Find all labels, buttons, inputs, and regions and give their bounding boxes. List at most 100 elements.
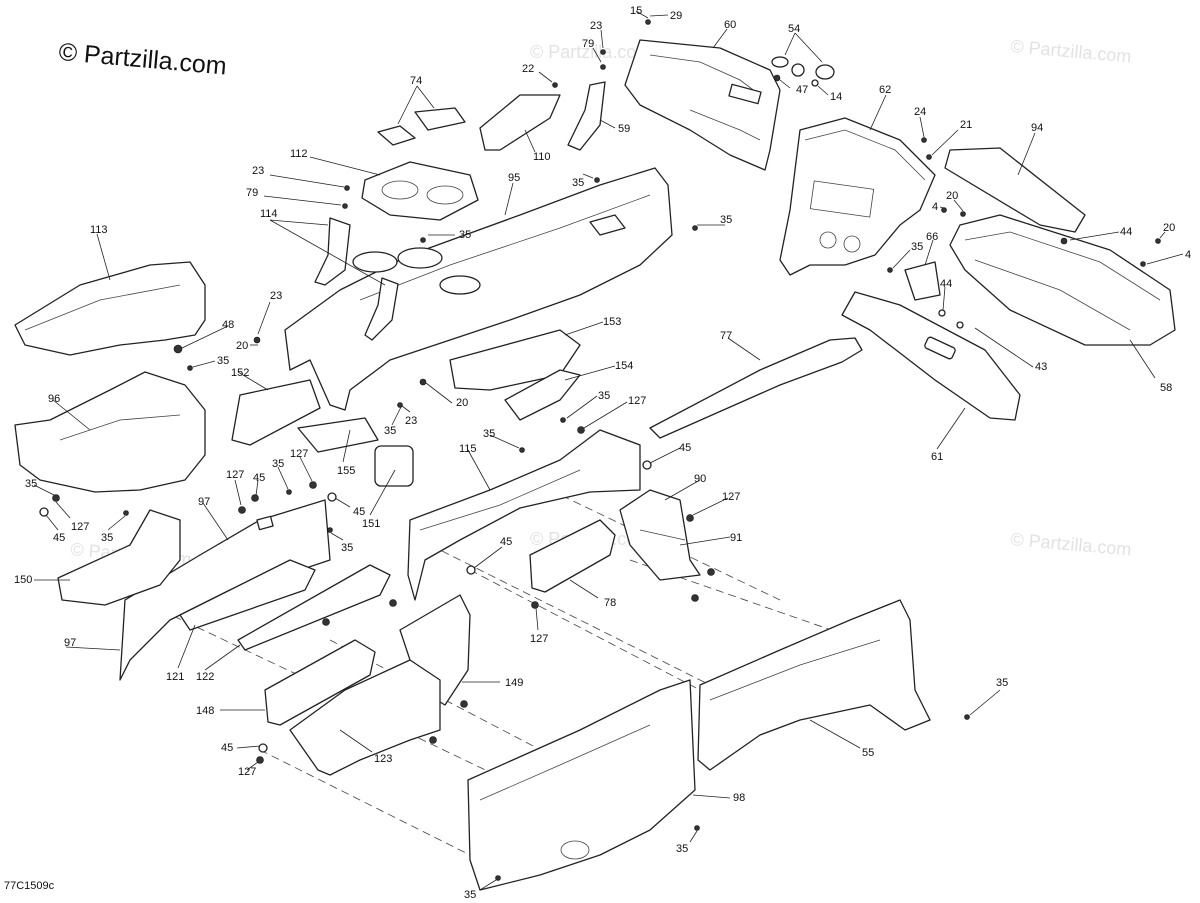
watermark-text: © Partzilla.com [530,42,651,62]
callout-35: 35 [720,214,732,226]
callout-61: 61 [931,451,943,463]
callout-43: 43 [1035,361,1047,373]
callout-4: 4 [1185,249,1191,261]
callout-35: 35 [676,843,688,855]
watermark-text: © Partzilla.com [1010,529,1133,559]
callout-15: 15 [630,5,642,17]
part-151-pad [374,445,414,487]
callout-45: 45 [500,536,512,548]
callout-95: 95 [508,172,520,184]
callout-45: 45 [679,442,691,454]
callout-91: 91 [730,532,742,544]
callout-149: 149 [505,677,523,689]
callout-58: 58 [1160,382,1172,394]
part-115-side-panel [407,429,641,601]
diagram-code: 77C1509c [4,880,55,892]
part-59-handle [567,81,606,151]
callout-35: 35 [217,355,229,367]
part-96-lower-bin [14,371,206,493]
callout-35: 35 [464,889,476,901]
part-123-trim [289,659,441,776]
part-150-seat-pad [57,509,181,606]
callout-127: 127 [226,469,244,481]
callout-114: 114 [260,208,278,220]
part-90-91-bracket [619,489,701,581]
callout-78: 78 [604,597,616,609]
callout-22: 22 [522,63,534,75]
leader-lines [33,10,1184,891]
watermark-text: © Partzilla.com [1010,36,1133,66]
callout-48: 48 [222,319,234,331]
part-98-left-panel [467,679,696,891]
callout-79: 79 [582,38,594,50]
callout-96: 96 [48,393,60,405]
part-58-glove-box [949,214,1176,346]
callout-74: 74 [410,75,422,87]
callout-97: 97 [198,496,210,508]
callout-47: 47 [796,84,808,96]
callout-98: 98 [733,792,745,804]
callout-112: 112 [290,148,308,160]
fasteners [39,19,1161,881]
callout-35: 35 [101,532,113,544]
callout-94: 94 [1031,122,1043,134]
parts-54-47-14 [771,56,835,87]
part-95-center-console [284,167,673,411]
callout-45: 45 [221,742,233,754]
part-112-cup-tray [361,161,479,221]
callout-20: 20 [946,190,958,202]
callout-122: 122 [196,671,214,683]
callout-153: 153 [603,316,621,328]
callout-35: 35 [272,458,284,470]
console-pads [231,329,581,487]
callout-20: 20 [236,340,248,352]
callout-127: 127 [238,766,256,778]
callout-54: 54 [788,23,800,35]
part-78-trim [529,519,616,593]
callout-20: 20 [456,397,468,409]
callout-20: 20 [1163,222,1175,234]
callout-150: 150 [14,574,32,586]
callout-127: 127 [722,491,740,503]
callout-90: 90 [694,473,706,485]
callout-60: 60 [724,19,736,31]
part-77-grab-bar [649,337,863,439]
part-121-trim [179,559,316,631]
callout-23: 23 [252,165,264,177]
callout-45: 45 [353,506,365,518]
part-94-cover-strip [944,147,1086,233]
callout-127: 127 [71,521,89,533]
part-110-shifter-cover [479,94,561,151]
part-114-handles [314,217,399,341]
callout-35: 35 [572,177,584,189]
callout-55: 55 [862,747,874,759]
callout-155: 155 [337,465,355,477]
callout-110: 110 [533,151,551,163]
callout-23: 23 [590,20,602,32]
part-152-pad [231,379,321,446]
callout-62: 62 [879,84,891,96]
part-154-pad [504,369,581,421]
callout-23: 23 [270,290,282,302]
callout-35: 35 [25,478,37,490]
part-55-right-panel [697,599,931,771]
callout-121: 121 [166,671,184,683]
callout-35: 35 [996,677,1008,689]
callout-59: 59 [618,123,630,135]
callout-35: 35 [483,428,495,440]
callout-35: 35 [911,241,923,253]
callout-21: 21 [960,119,972,131]
part-113-upper-cover [14,261,206,356]
part-66-bracket [904,261,941,301]
part-122-trim [237,564,391,651]
parts-121-122 [179,559,391,651]
part-62-dash-panel [779,117,936,276]
callout-labels: 15 29 60 23 79 22 54 47 14 74 59 110 62 … [14,5,1191,901]
callout-127: 127 [530,633,548,645]
callout-35: 35 [598,390,610,402]
part-60-rear-console [624,39,781,171]
callout-123: 123 [374,753,392,765]
callout-113: 113 [90,224,108,236]
part-155-pad [297,417,379,453]
